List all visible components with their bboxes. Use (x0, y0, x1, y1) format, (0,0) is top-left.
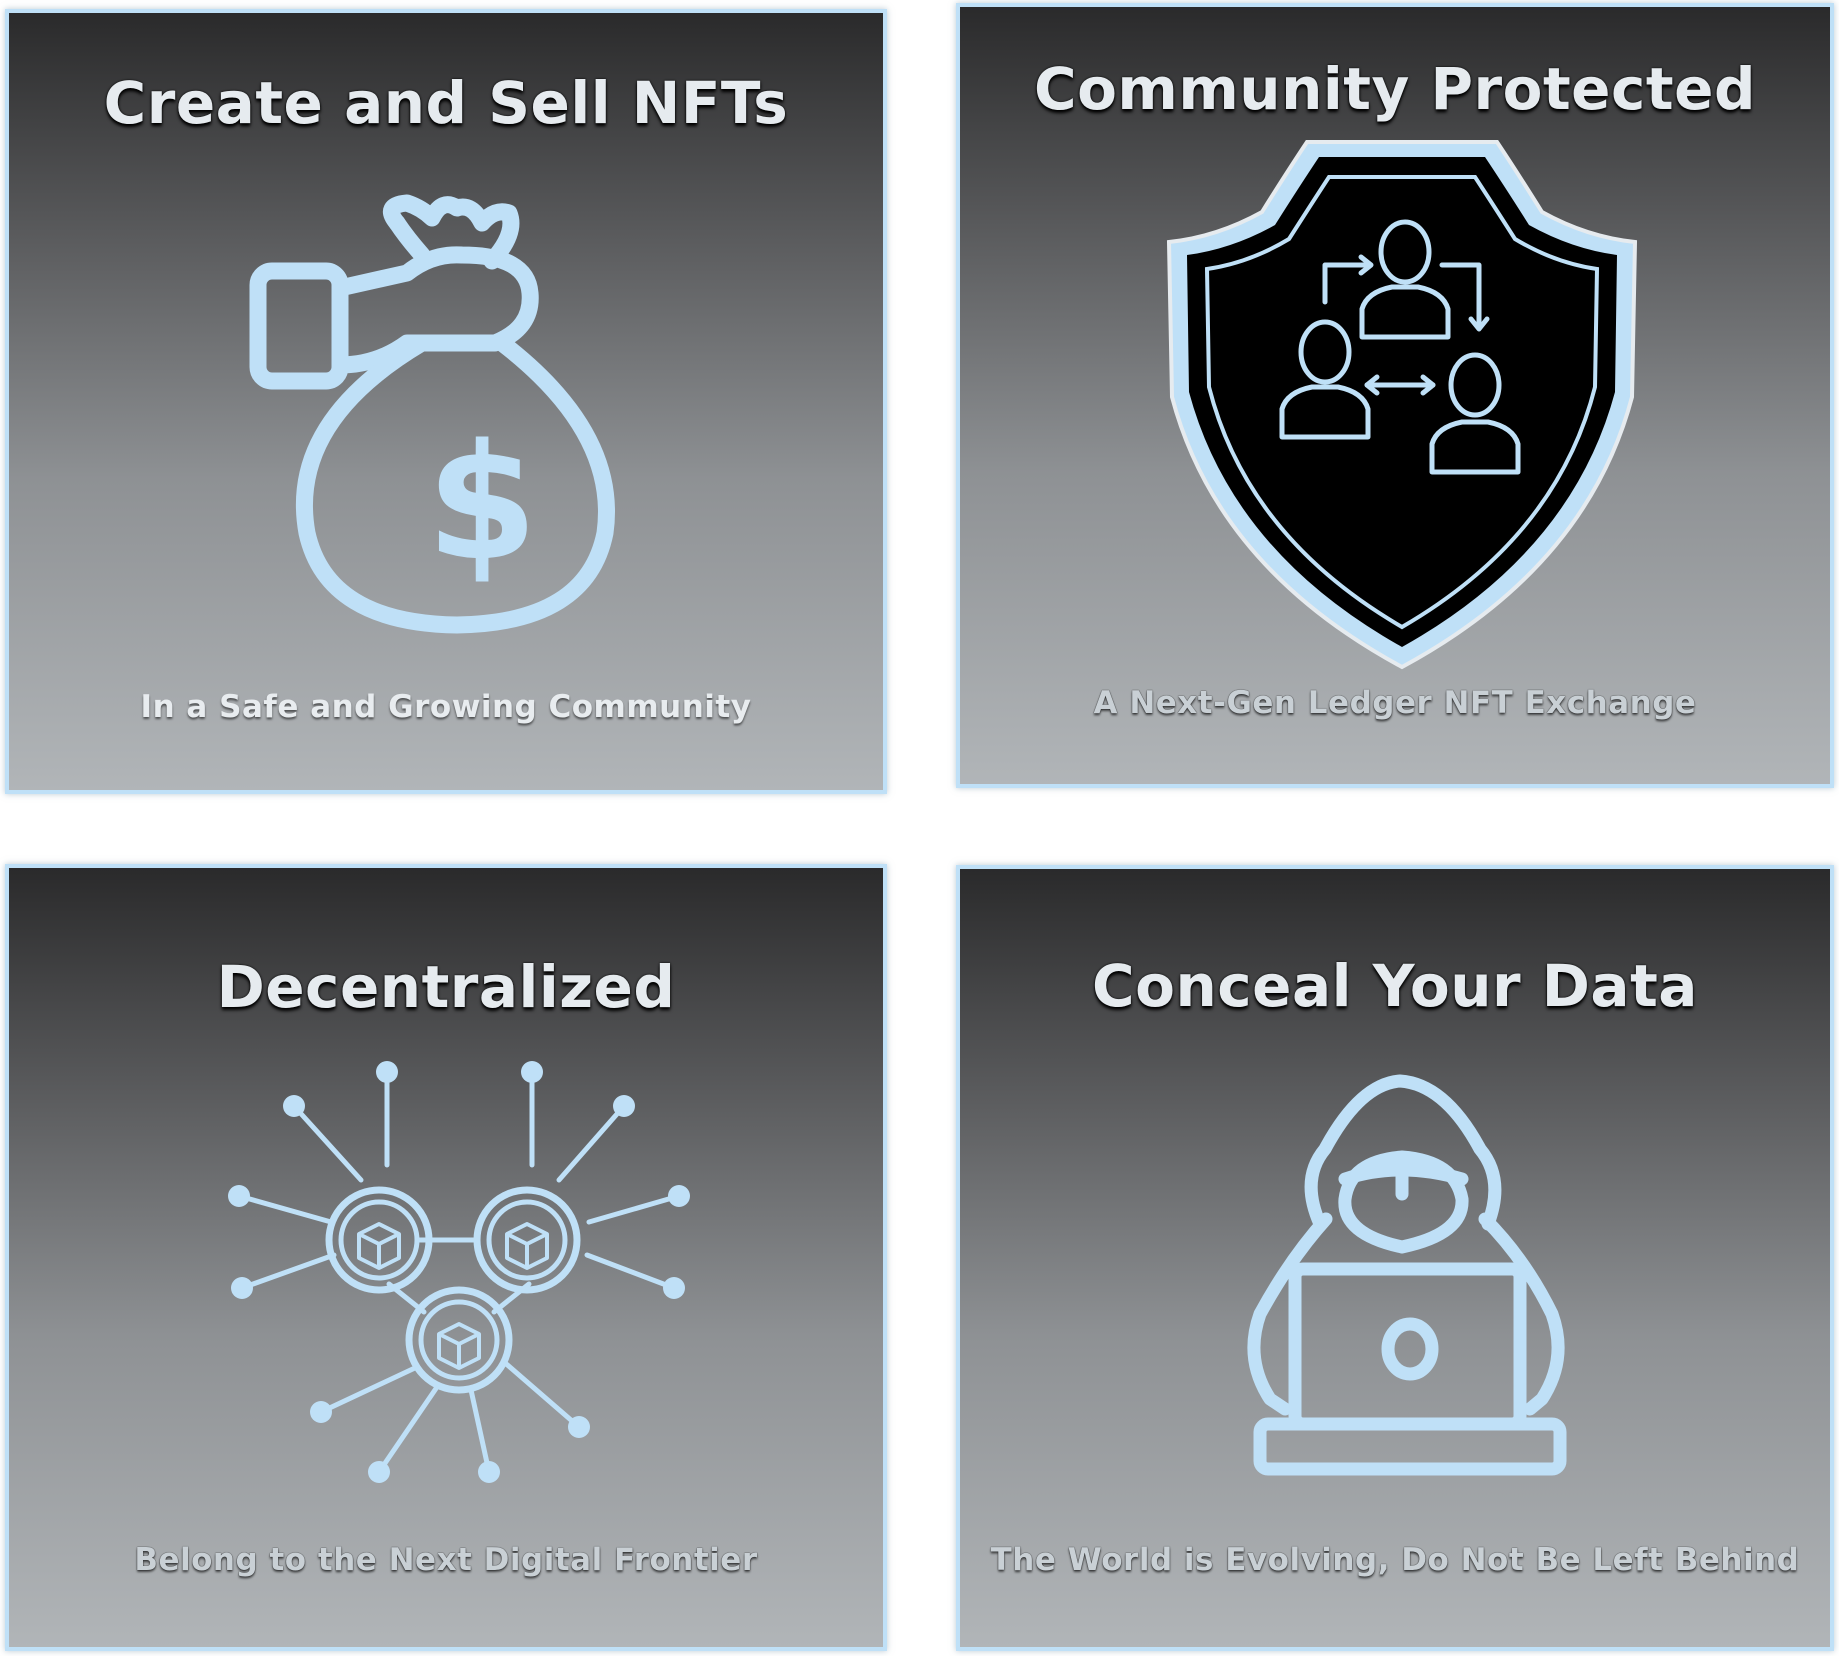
svg-text:$: $ (426, 409, 537, 596)
feature-card-decentralized: Decentralized (5, 864, 887, 1651)
card-subtitle: The World is Evolving, Do Not Be Left Be… (990, 1542, 1800, 1578)
card-subtitle: A Next-Gen Ledger NFT Exchange (1093, 685, 1697, 721)
feature-card-conceal-data: Conceal Your Data The World is Evolving,… (956, 865, 1834, 1651)
card-subtitle: In a Safe and Growing Community (140, 689, 752, 725)
card-subtitle: Belong to the Next Digital Frontier (134, 1542, 758, 1578)
card-title: Community Protected (1034, 55, 1756, 123)
card-title: Create and Sell NFTs (103, 69, 789, 137)
shield-community-icon (1157, 137, 1647, 687)
hacker-laptop-icon (1230, 1069, 1590, 1499)
feature-card-community-protected: Community Protected (956, 3, 1834, 788)
card-title: Conceal Your Data (1092, 952, 1698, 1020)
feature-card-create-sell: Create and Sell NFTs $ In a Safe and Gro… (5, 9, 887, 794)
money-bag-hand-icon: $ (247, 193, 667, 653)
card-title: Decentralized (216, 953, 676, 1021)
blockchain-network-icon (219, 1061, 699, 1492)
